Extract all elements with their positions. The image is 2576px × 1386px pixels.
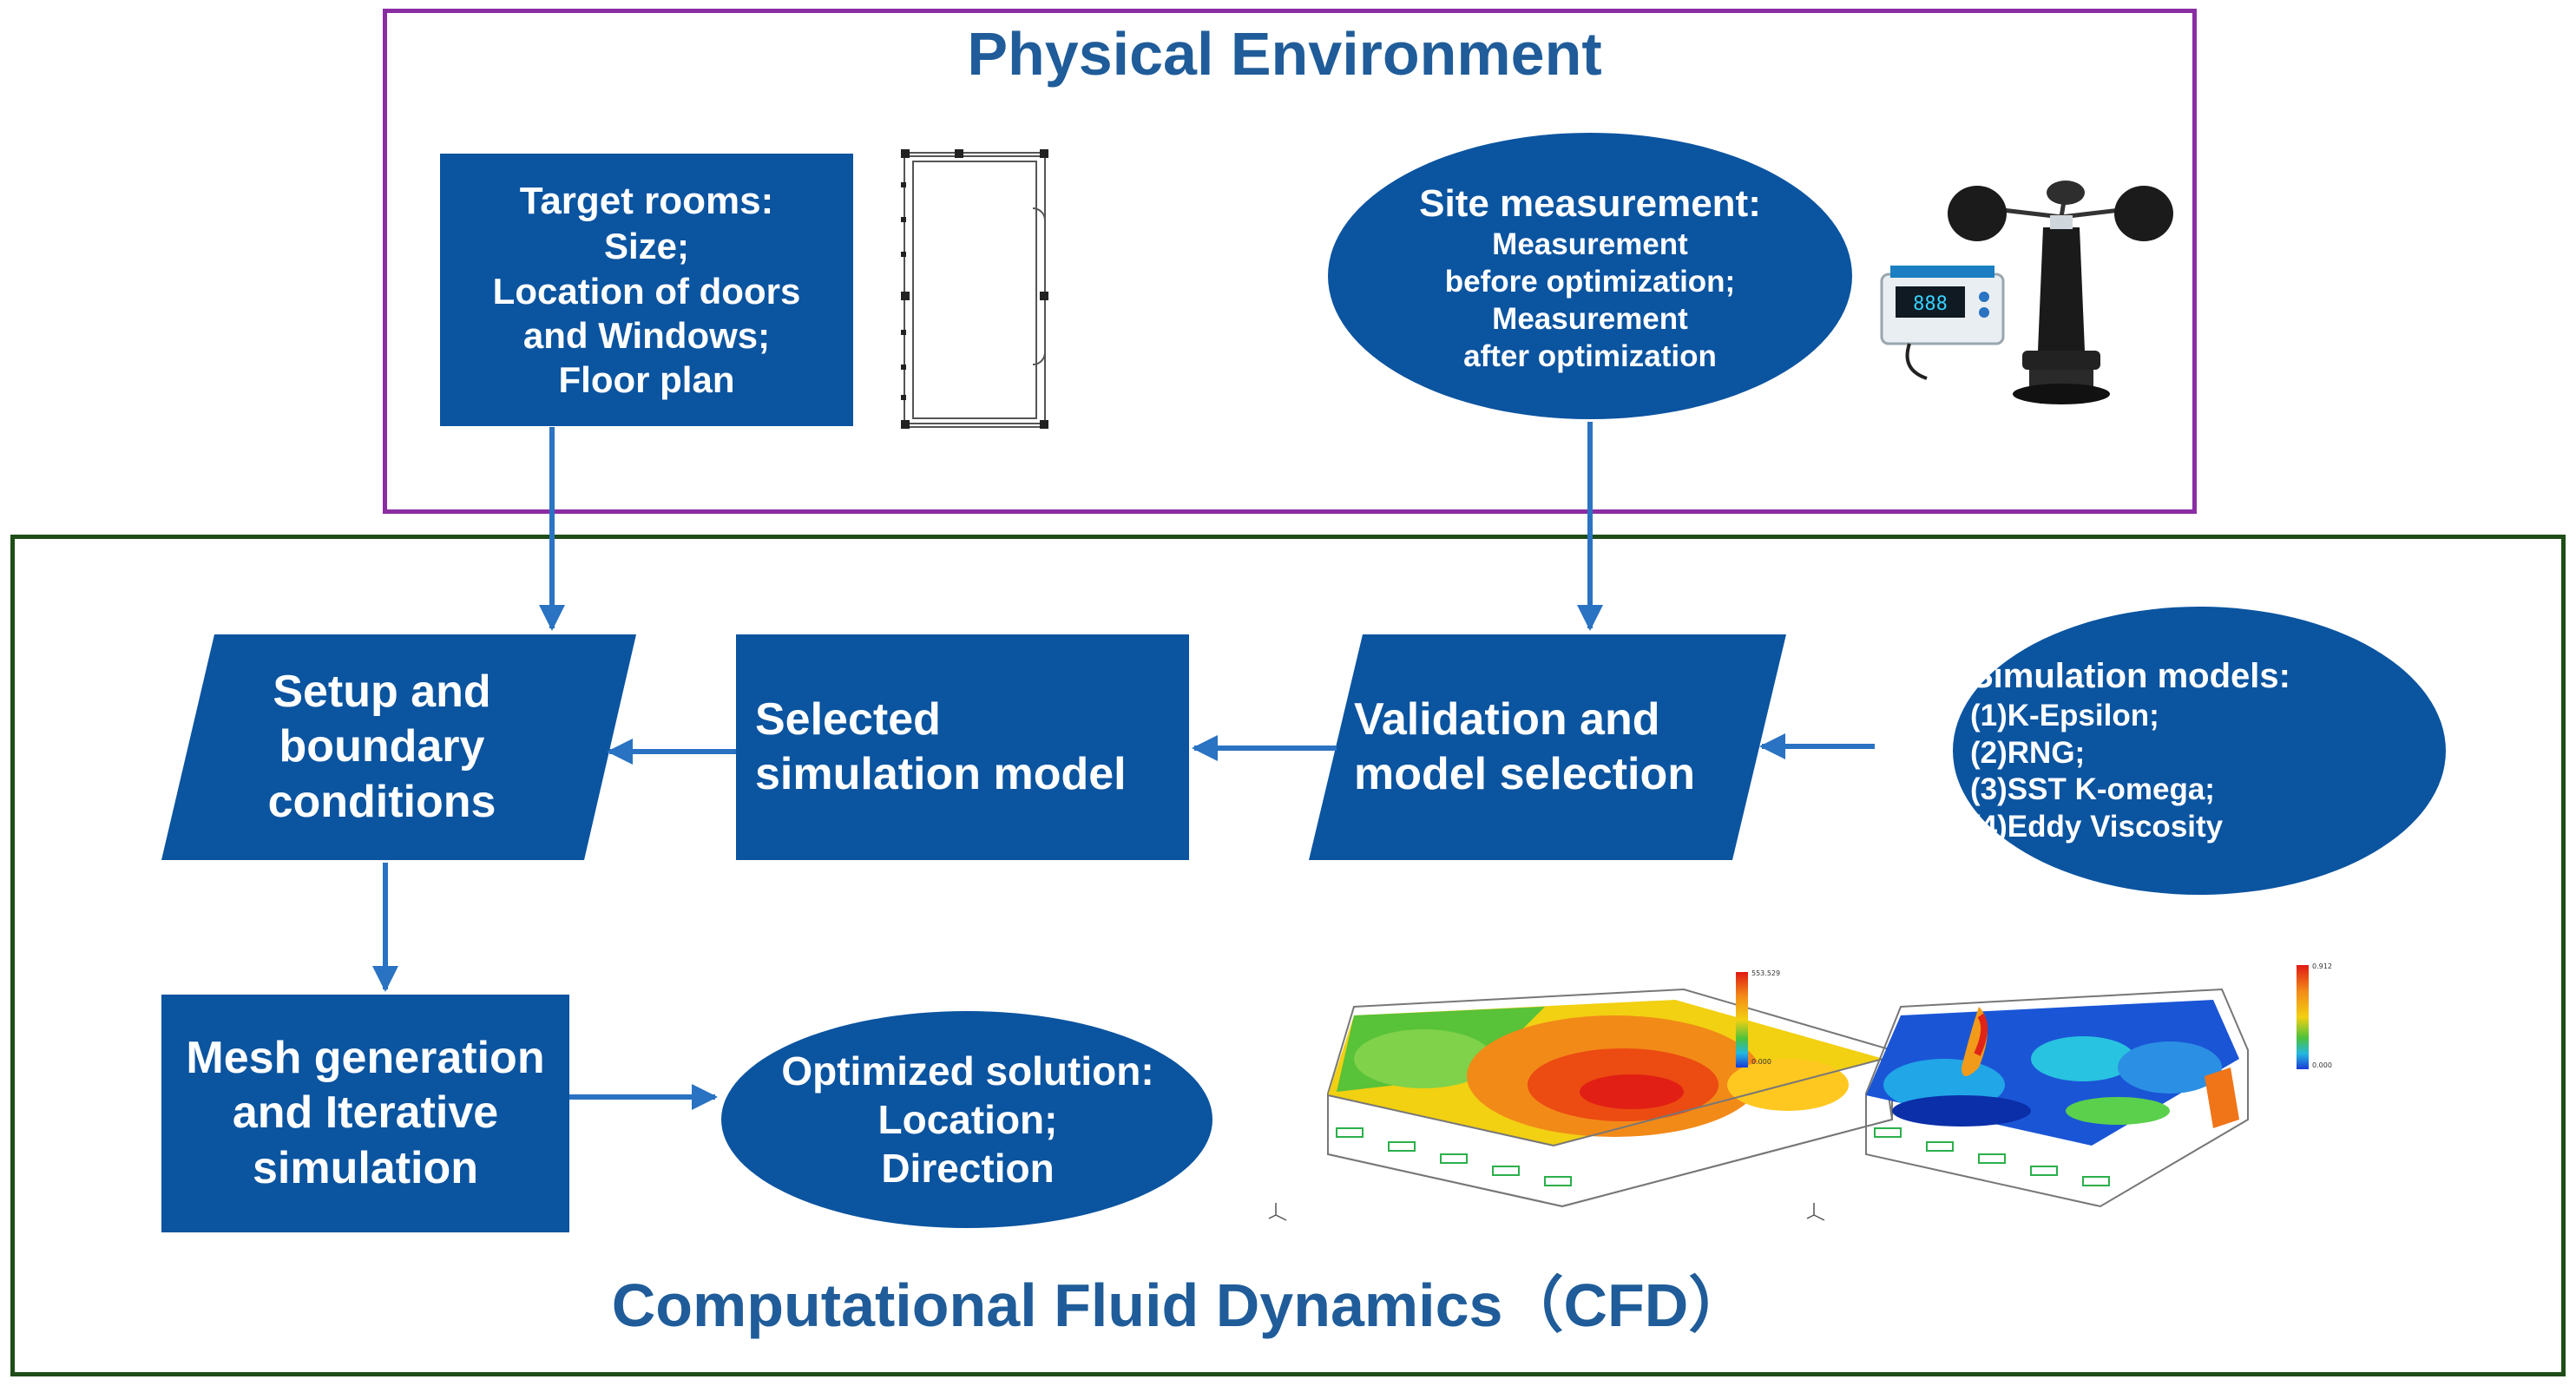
- site-measurement-line: before optimization;: [1444, 265, 1736, 299]
- optimized-solution-ellipse: [721, 1011, 1212, 1228]
- mesh-generation-text: Mesh generation and Iterative simulation: [161, 995, 569, 1232]
- target-rooms-text: Target rooms: Size; Location of doors an…: [440, 154, 853, 426]
- mesh-generation-line: and Iterative: [232, 1087, 499, 1139]
- setup-parallelogram: [161, 634, 636, 860]
- selected-model-box: [736, 634, 1189, 860]
- mesh-generation-box: [161, 995, 569, 1232]
- selected-model-line: simulation model: [755, 749, 1127, 799]
- simulation-models-heading: Simulation models:: [1970, 657, 2290, 696]
- target-rooms-box: [440, 154, 853, 426]
- setup-line: boundary: [279, 721, 485, 772]
- optimized-solution-line: Direction: [881, 1146, 1055, 1192]
- cfd-title: Computational Fluid Dynamics（CFD）: [611, 1271, 1750, 1339]
- setup-text: Setup and boundary conditions: [174, 634, 590, 860]
- cfd-speed-contour-icon: 0.912 0.000: [1806, 962, 2332, 1221]
- site-measurement-ellipse: [1328, 133, 1852, 419]
- selected-model-line: Selected: [755, 693, 941, 745]
- target-rooms-line: Floor plan: [558, 359, 735, 401]
- target-rooms-line: Size;: [603, 226, 690, 267]
- mesh-generation-line: simulation: [252, 1142, 479, 1193]
- validation-parallelogram: [1309, 634, 1786, 860]
- optimized-solution-heading: Optimized solution:: [781, 1048, 1154, 1094]
- selected-model-text: Selected simulation model: [755, 634, 1189, 860]
- physical-environment-frame: [383, 9, 2197, 514]
- floor-plan-icon: [901, 149, 1048, 429]
- anemometer-icon: 888: [1880, 181, 2173, 404]
- cfd-air-age-contour-icon: 553.529 0.000: [1268, 969, 1894, 1221]
- simulation-models-line: (3)SST K-omega;: [1970, 772, 2215, 807]
- simulation-models-line: (1)K-Epsilon;: [1970, 699, 2159, 733]
- site-measurement-line: Measurement: [1492, 301, 1688, 336]
- physical-environment-title: Physical Environment: [967, 20, 1602, 88]
- mesh-generation-line: Mesh generation: [186, 1032, 545, 1083]
- cfd-frame: [10, 535, 2566, 1376]
- simulation-models-text: Simulation models: (1)K-Epsilon; (2)RNG;…: [1970, 638, 2369, 864]
- target-rooms-line: and Windows;: [522, 314, 771, 356]
- setup-line: conditions: [267, 776, 496, 827]
- svg-text:0.912: 0.912: [2312, 962, 2332, 970]
- validation-text: Validation and model selection: [1354, 634, 1753, 860]
- setup-line: Setup and: [273, 666, 491, 717]
- svg-text:553.529: 553.529: [1751, 969, 1780, 977]
- svg-text:888: 888: [1913, 293, 1948, 315]
- target-rooms-heading: Target rooms:: [519, 179, 774, 222]
- svg-text:0.000: 0.000: [2312, 1061, 2332, 1069]
- svg-text:0.000: 0.000: [1751, 1058, 1771, 1066]
- simulation-models-line: (4)Eddy Viscosity: [1970, 810, 2224, 844]
- target-rooms-line: Location of doors: [492, 270, 801, 312]
- simulation-models-line: (2)RNG;: [1970, 735, 2086, 770]
- simulation-models-ellipse: [1953, 607, 2446, 895]
- validation-line: model selection: [1354, 749, 1695, 799]
- validation-line: Validation and: [1354, 693, 1660, 745]
- site-measurement-heading: Site measurement:: [1419, 181, 1761, 225]
- optimized-solution-text: Optimized solution: Location; Direction: [738, 1024, 1198, 1215]
- site-measurement-line: after optimization: [1463, 338, 1717, 373]
- site-measurement-line: Measurement: [1492, 227, 1688, 262]
- optimized-solution-line: Location;: [877, 1096, 1058, 1142]
- site-measurement-text: Site measurement: Measurement before opt…: [1354, 161, 1826, 395]
